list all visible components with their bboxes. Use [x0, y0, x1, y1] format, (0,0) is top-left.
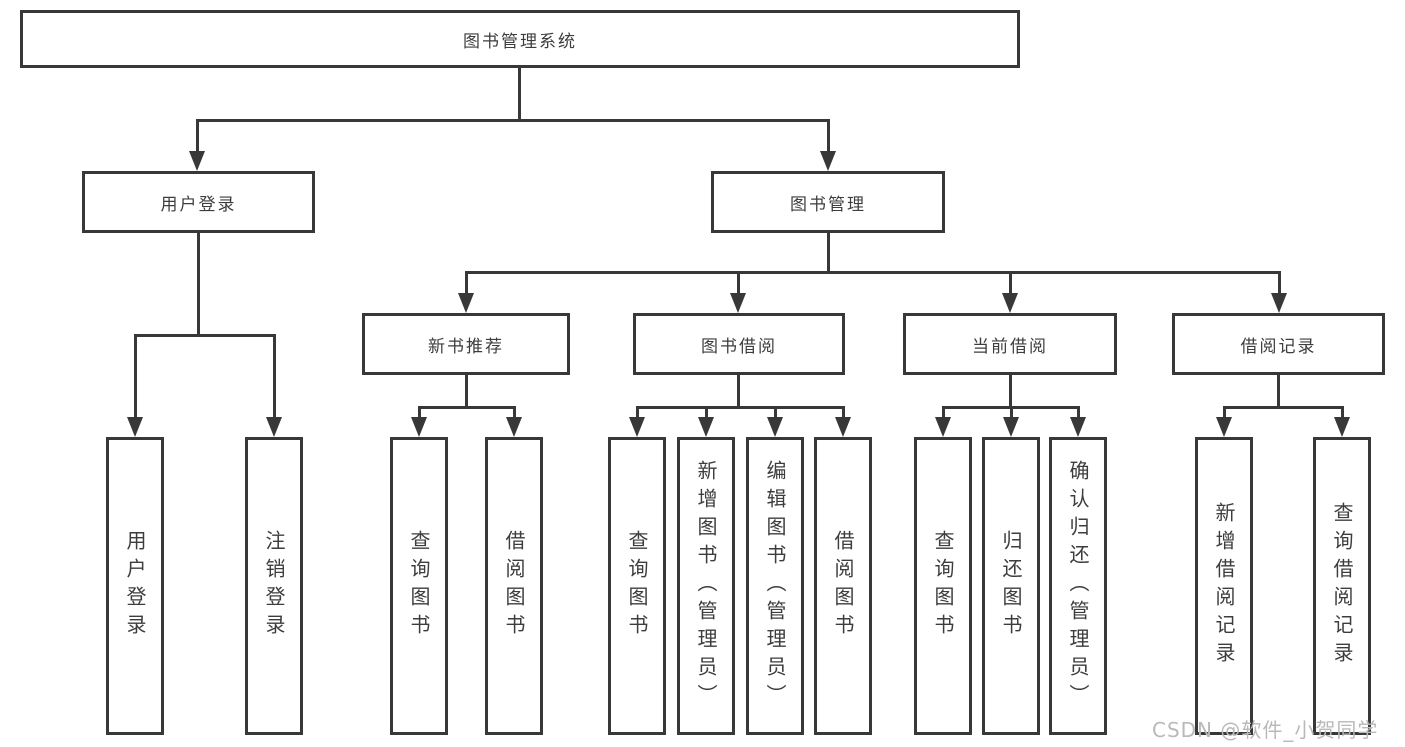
node-label: 借阅图书 — [831, 530, 855, 642]
connector-line — [418, 406, 515, 409]
arrow-down-icon — [411, 417, 427, 437]
node-label: 注销登录 — [262, 530, 286, 642]
connector-line — [134, 334, 275, 337]
arrow-down-icon — [127, 417, 143, 437]
node-new-book-recommend: 新书推荐 — [362, 313, 570, 375]
node-leaf-logout: 注销登录 — [245, 437, 303, 735]
connector-line — [1010, 406, 1013, 420]
connector-line — [942, 406, 945, 420]
connector-line — [465, 375, 468, 408]
node-book-borrowing: 图书借阅 — [633, 313, 845, 375]
connector-line — [196, 119, 830, 122]
arrow-down-icon — [935, 417, 951, 437]
arrow-down-icon — [730, 293, 746, 313]
arrow-down-icon — [458, 293, 474, 313]
connector-line — [774, 406, 777, 420]
node-leaf-return-books: 归还图书 — [982, 437, 1040, 735]
arrow-down-icon — [820, 151, 836, 171]
node-leaf-add-books-admin: 新增图书（管理员） — [677, 437, 735, 735]
connector-line — [518, 66, 521, 121]
node-current-borrowing: 当前借阅 — [903, 313, 1117, 375]
node-label: 编辑图书（管理员） — [763, 460, 787, 712]
arrow-down-icon — [629, 417, 645, 437]
node-label: 新增借阅记录 — [1212, 502, 1236, 670]
node-borrowing-records: 借阅记录 — [1172, 313, 1385, 375]
connector-line — [737, 375, 740, 408]
node-leaf-user-login: 用户登录 — [106, 437, 164, 735]
connector-line — [1277, 375, 1280, 408]
connector-line — [513, 406, 516, 420]
node-user-login: 用户登录 — [82, 171, 315, 233]
connector-line — [1278, 271, 1281, 297]
arrow-down-icon — [266, 417, 282, 437]
node-label: 借阅图书 — [502, 530, 526, 642]
node-label: 查询图书 — [931, 530, 955, 642]
connector-line — [465, 271, 1281, 274]
arrow-down-icon — [189, 151, 205, 171]
connector-line — [827, 233, 830, 274]
arrow-down-icon — [1070, 417, 1086, 437]
node-label: 图书管理系统 — [463, 31, 577, 52]
node-label: 用户登录 — [160, 194, 237, 215]
node-leaf-query-books-1: 查询图书 — [390, 437, 448, 735]
node-label: 用户登录 — [123, 530, 147, 642]
arrow-down-icon — [767, 417, 783, 437]
node-leaf-confirm-return-admin: 确认归还（管理员） — [1049, 437, 1107, 735]
arrow-down-icon — [1216, 417, 1232, 437]
connector-line — [197, 233, 200, 336]
connector-line — [1223, 406, 1344, 409]
arrow-down-icon — [1271, 293, 1287, 313]
connector-line — [465, 271, 468, 297]
arrow-down-icon — [1002, 293, 1018, 313]
connector-line — [636, 406, 639, 420]
arrow-down-icon — [835, 417, 851, 437]
node-label: 新书推荐 — [428, 336, 504, 357]
node-label: 查询图书 — [407, 530, 431, 642]
arrow-down-icon — [506, 417, 522, 437]
node-label: 图书借阅 — [701, 336, 777, 357]
arrow-down-icon — [698, 417, 714, 437]
node-label: 查询图书 — [625, 530, 649, 642]
connector-line — [1077, 406, 1080, 420]
node-label: 归还图书 — [999, 530, 1023, 642]
node-leaf-add-borrow-record: 新增借阅记录 — [1195, 437, 1253, 735]
node-leaf-edit-books-admin: 编辑图书（管理员） — [746, 437, 804, 735]
node-label: 图书管理 — [790, 194, 866, 215]
connector-line — [418, 406, 421, 420]
connector-line — [196, 119, 199, 155]
node-leaf-query-books-2: 查询图书 — [608, 437, 666, 735]
connector-line — [1009, 271, 1012, 297]
node-library-management-system: 图书管理系统 — [20, 10, 1020, 68]
node-label: 查询借阅记录 — [1330, 502, 1354, 670]
arrow-down-icon — [1003, 417, 1019, 437]
node-label: 借阅记录 — [1240, 336, 1317, 357]
connector-line — [273, 334, 276, 420]
connector-line — [1341, 406, 1344, 420]
connector-line — [134, 334, 137, 420]
node-leaf-borrow-books-1: 借阅图书 — [485, 437, 543, 735]
connector-line — [842, 406, 845, 420]
connector-line — [737, 271, 740, 297]
connector-line — [705, 406, 708, 420]
node-leaf-query-books-3: 查询图书 — [914, 437, 972, 735]
connector-line — [636, 406, 845, 409]
node-label: 新增图书（管理员） — [694, 460, 718, 712]
node-book-management: 图书管理 — [711, 171, 945, 233]
node-label: 当前借阅 — [972, 336, 1048, 357]
connector-line — [1223, 406, 1226, 420]
node-label: 确认归还（管理员） — [1066, 460, 1090, 712]
csdn-watermark: CSDN @软件_小贺同学 — [1152, 718, 1379, 742]
connector-line — [827, 119, 830, 155]
arrow-down-icon — [1334, 417, 1350, 437]
connector-line — [1009, 375, 1012, 408]
node-leaf-query-borrow-record: 查询借阅记录 — [1313, 437, 1371, 735]
node-leaf-borrow-books-2: 借阅图书 — [814, 437, 872, 735]
